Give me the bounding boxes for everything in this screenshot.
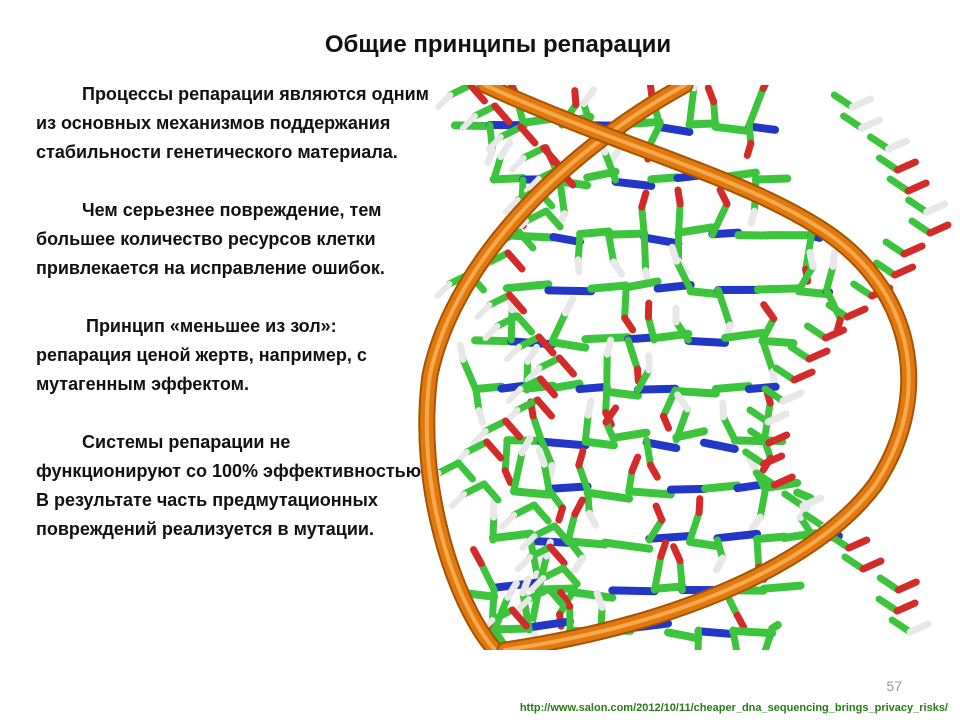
paragraph-1: Процессы репарации являются одним из осн… [36,84,429,162]
paragraph-2: Чем серьезнее повреждение, тем большее к… [36,200,385,278]
dna-backbone [418,85,918,650]
body-text: Процессы репарации являются одним из осн… [36,80,431,573]
source-link[interactable]: http://www.salon.com/2012/10/11/cheaper_… [519,702,948,714]
dna-helix-image [418,85,952,650]
page-number: 57 [886,678,902,694]
molecule-bonds [423,85,952,650]
slide-title: Общие принципы репарации [324,31,672,58]
paragraph-4: Системы репарации не функционируют со 10… [36,432,427,539]
paragraph-3: Принцип «меньшее из зол»: репарация цено… [36,316,367,394]
